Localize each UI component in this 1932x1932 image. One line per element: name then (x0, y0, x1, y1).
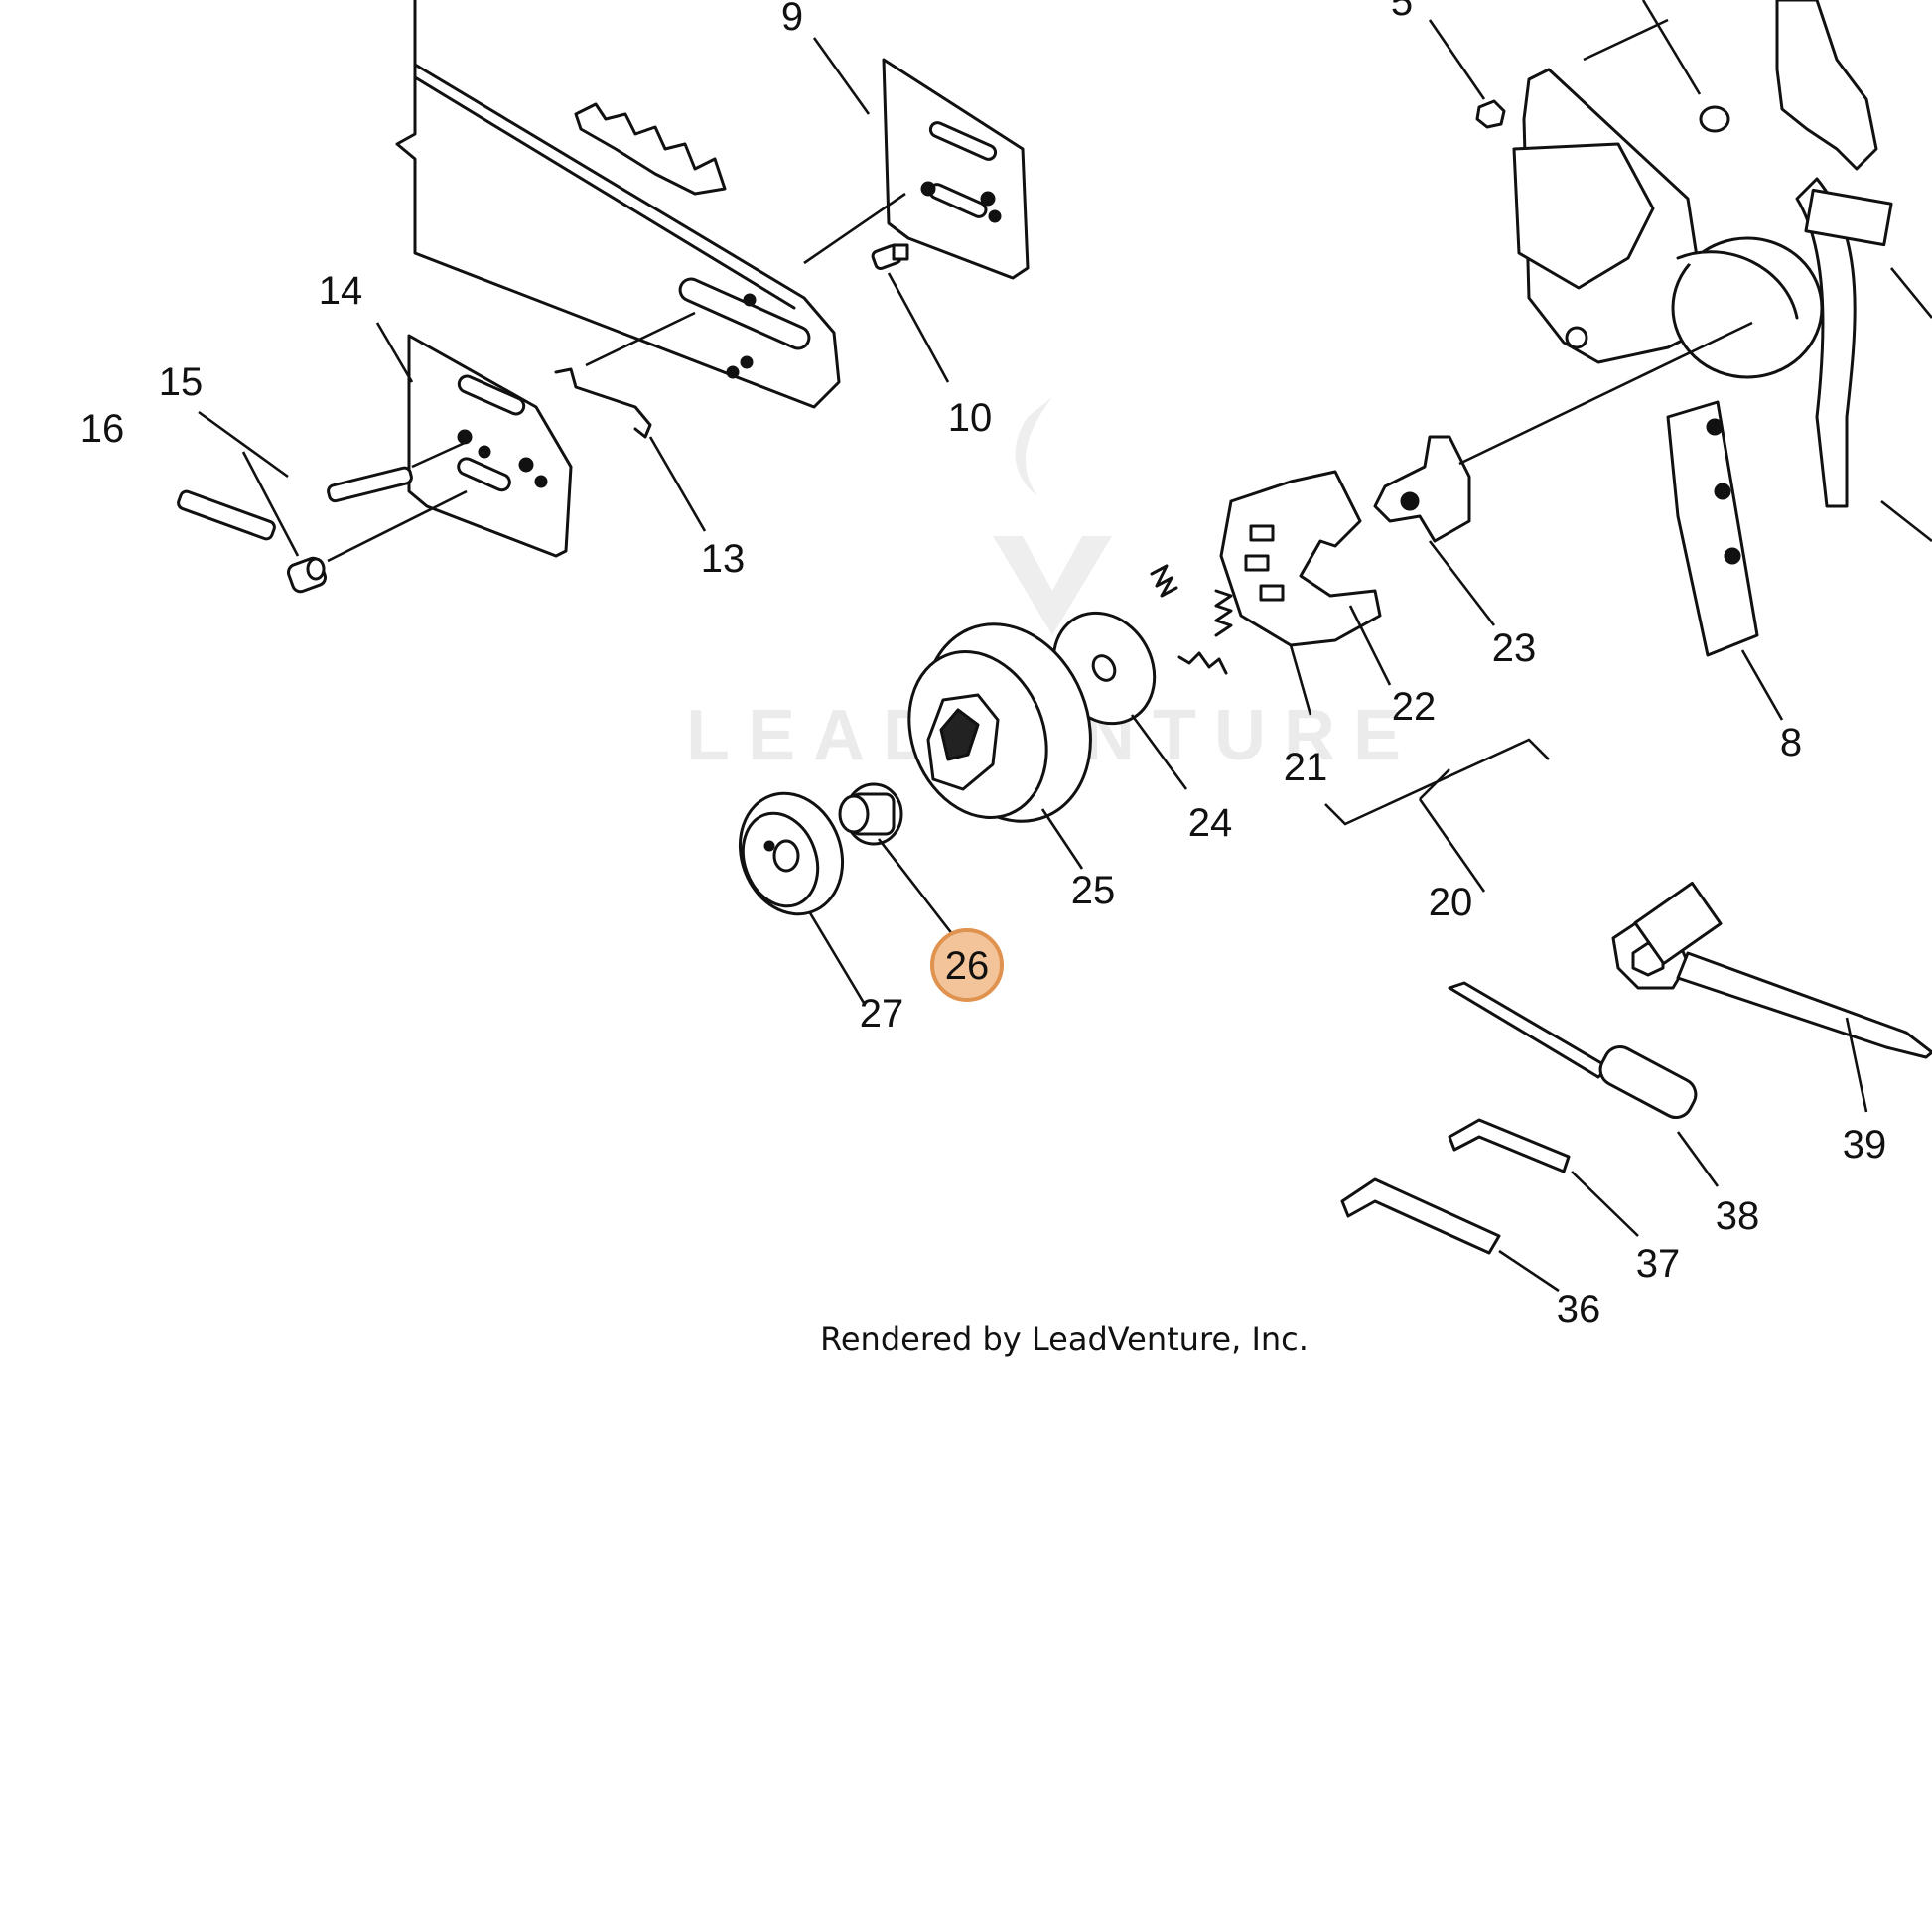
side-plate-9 (882, 58, 1030, 280)
callout-21[interactable]: 21 (1284, 746, 1328, 789)
callout-16[interactable]: 16 (80, 407, 125, 451)
box-wrench-39 (1611, 881, 1932, 1059)
callout-10[interactable]: 10 (948, 396, 993, 440)
callout-36[interactable]: 36 (1557, 1288, 1601, 1331)
callout-22[interactable]: 22 (1392, 685, 1437, 729)
screwdriver-38 (1448, 981, 1698, 1119)
render-credit: Rendered by LeadVenture, Inc. (820, 1320, 1309, 1358)
guide-bar (395, 0, 841, 409)
drive-plate-27 (738, 791, 845, 916)
chain-hook-13 (554, 367, 652, 439)
spiked-bumper (1775, 0, 1878, 171)
callout-23[interactable]: 23 (1492, 626, 1537, 670)
hex-key-36 (1340, 1177, 1501, 1255)
side-plate-14 (407, 334, 573, 558)
callout-38[interactable]: 38 (1716, 1194, 1760, 1238)
clutch-hub-23 (1373, 435, 1471, 543)
callout-26-highlighted[interactable]: 26 (930, 928, 1004, 1002)
hex-key-37 (1448, 1118, 1571, 1173)
callout-39[interactable]: 39 (1843, 1123, 1887, 1167)
screw-10 (871, 243, 909, 270)
bracket-20 (1324, 738, 1550, 893)
adjusting-screw-16 (177, 489, 276, 541)
callout-8[interactable]: 8 (1780, 721, 1802, 764)
callout-37[interactable]: 37 (1636, 1242, 1681, 1286)
callout-13[interactable]: 13 (701, 537, 746, 581)
callout-15[interactable]: 15 (159, 360, 204, 404)
clutch-shoes-22 (1219, 470, 1382, 647)
callout-14[interactable]: 14 (319, 269, 363, 313)
callout-26[interactable]: 26 (945, 944, 990, 988)
highlight-circle (930, 928, 1004, 1002)
callout-9[interactable]: 9 (781, 0, 803, 39)
nut-bearing (1699, 105, 1730, 133)
clutch-cover (1512, 68, 1824, 379)
callout-20[interactable]: 20 (1429, 881, 1473, 924)
nut-5 (1475, 99, 1506, 129)
chain-catcher-8 (1666, 400, 1759, 657)
callout-24[interactable]: 24 (1188, 801, 1233, 845)
stud-bolt (327, 466, 413, 503)
callout-25[interactable]: 25 (1071, 869, 1116, 912)
callout-27[interactable]: 27 (860, 992, 904, 1035)
needle-bearing-26 (838, 782, 903, 846)
callout-5[interactable]: 5 (1391, 0, 1413, 24)
nut-15 (286, 556, 328, 594)
saw-chain (574, 102, 727, 196)
clutch-drum-25 (907, 622, 1092, 823)
spring-21 (1150, 564, 1233, 675)
chain-cover-strip (1795, 177, 1857, 508)
label-plate (1804, 188, 1893, 247)
